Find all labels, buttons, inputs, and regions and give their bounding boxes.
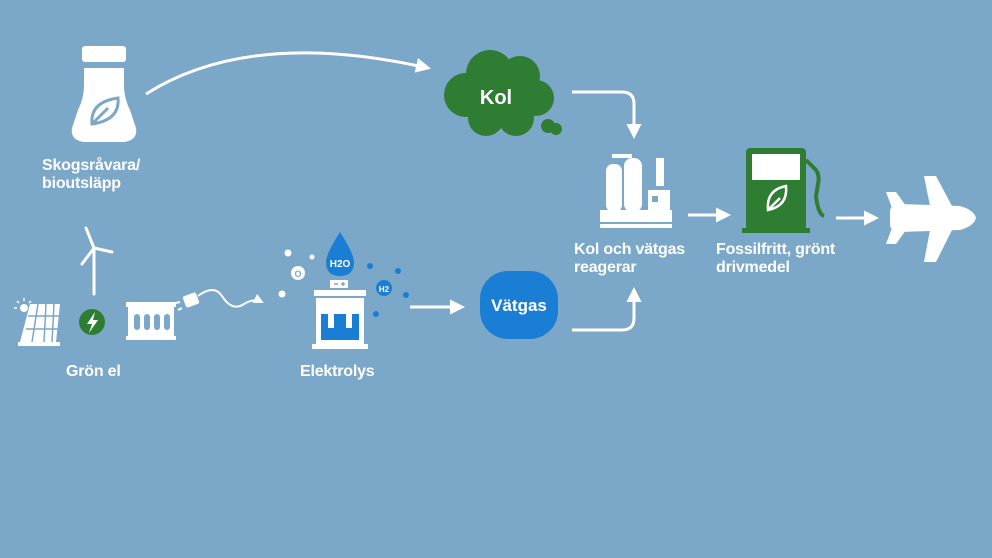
fuel-label-line-2: drivmedel [716,259,790,276]
oxygen-symbol: O [294,269,301,279]
reaction-label-line-2: reagerar [574,259,637,276]
solar-panel-icon [14,298,60,346]
electrolysis-label: Elektrolys [300,363,375,380]
fuel-pump-icon [742,148,825,233]
hydrogen-symbol: H2 [379,285,390,294]
lightning-icon [79,309,105,335]
biomass-label-line-1: Skogsråvara/ [42,157,141,174]
power-plant-icon [126,302,176,340]
hydrogen-label: Vätgas [491,296,547,315]
molecule-bubbles: O H2 [278,249,409,317]
green-power-label: Grön el [66,363,121,380]
fuel-label: Fossilfritt, grönt drivmedel [716,241,835,277]
hydrogen-node: Vätgas [480,271,558,339]
arrow-carbon-to-reactor [572,90,642,139]
arrow-biomass-to-carbon [145,51,431,96]
wind-turbine-icon [80,226,114,296]
arrow-hydrogen-to-reactor [572,287,642,332]
biomass-stack-icon [71,46,137,142]
electrolysis-tank-icon [312,280,368,349]
power-plug-icon [175,289,264,311]
water-formula: H2O [330,259,351,270]
carbon-cloud: Kol [444,50,562,136]
reaction-label-line-1: Kol och vätgas [574,241,686,258]
reactor-plant-icon [600,154,672,228]
biomass-label: Skogsråvara/ bioutsläpp [42,157,140,193]
reaction-label: Kol och vätgas reagerar [574,241,685,277]
water-droplet-icon: H2O [326,232,354,276]
carbon-label: Kol [480,87,512,109]
biomass-label-line-2: bioutsläpp [42,175,121,192]
airplane-icon [886,176,976,262]
fuel-label-line-1: Fossilfritt, grönt [716,241,836,258]
